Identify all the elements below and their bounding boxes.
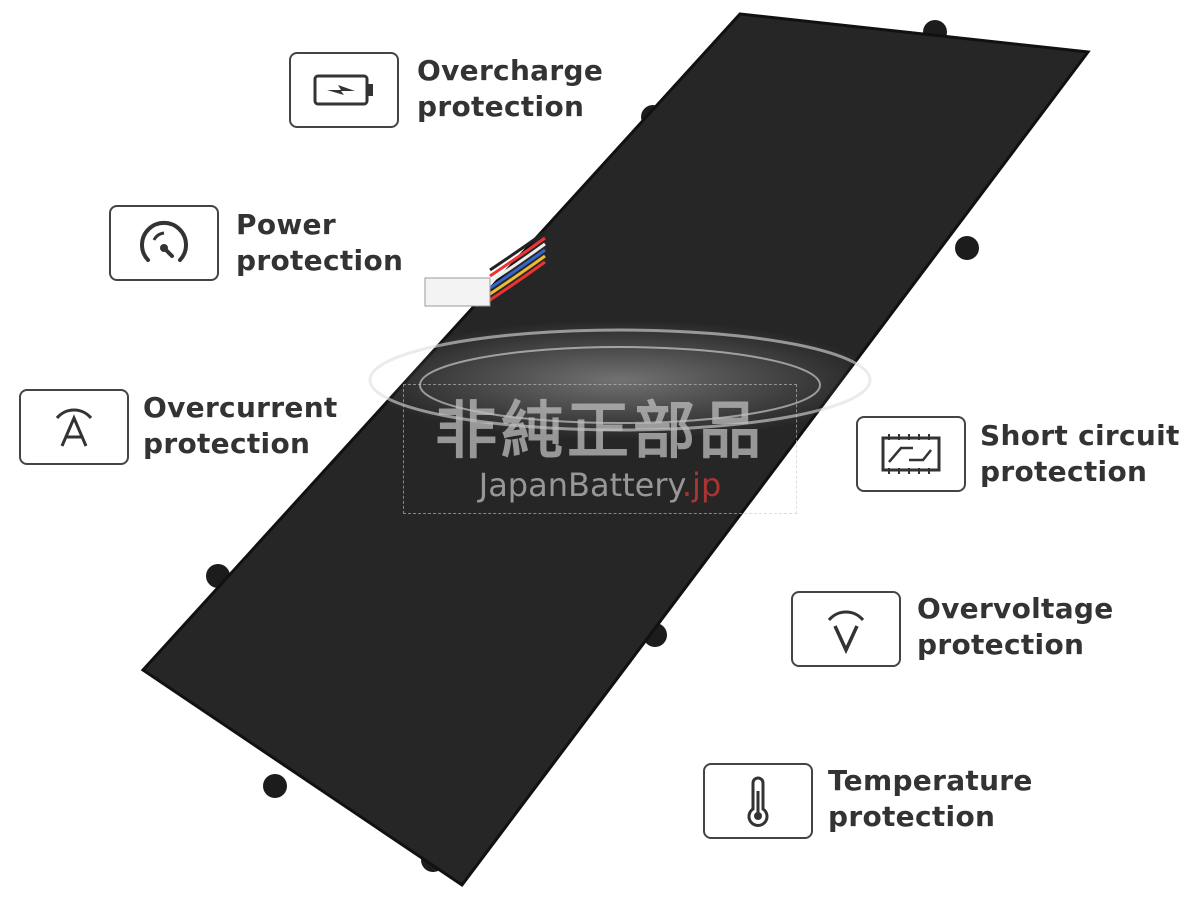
watermark-brand: JapanBattery.jp (478, 466, 722, 504)
watermark-title: 非純正部品 (434, 394, 765, 467)
connector-plug (424, 277, 491, 307)
overcharge-card (289, 52, 399, 128)
circuit-icon (881, 434, 941, 474)
voltage-icon (827, 610, 865, 654)
short-circuit-card (856, 416, 966, 492)
connector-wires (489, 230, 546, 302)
power-card (109, 205, 219, 281)
overcurrent-card (19, 389, 129, 465)
temperature-card (703, 763, 813, 839)
gauge-icon (140, 220, 188, 262)
ampere-icon (55, 408, 93, 447)
watermark: 非純正部品 JapanBattery.jp (403, 384, 797, 514)
thermometer-icon (747, 776, 769, 827)
overvoltage-card (791, 591, 901, 667)
battery-charging-icon (313, 74, 373, 106)
